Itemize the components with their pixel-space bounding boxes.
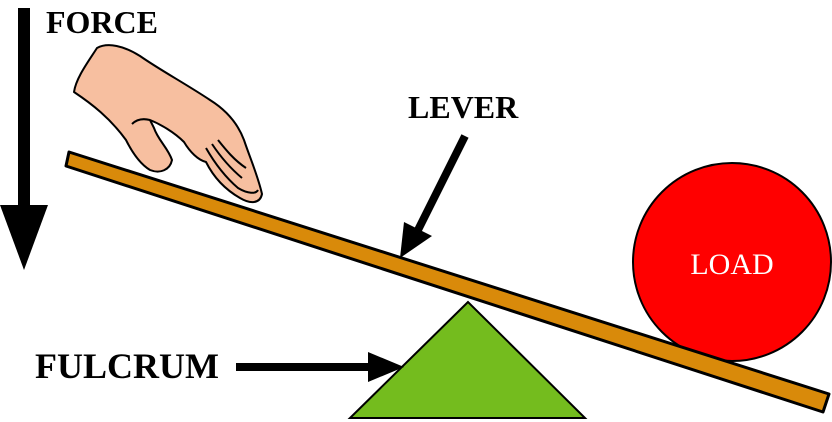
lever-bar (64, 150, 831, 414)
fulcrum-triangle (347, 300, 588, 419)
fulcrum-pointer-arrow-icon (236, 352, 404, 382)
force-label: FORCE (46, 4, 158, 40)
fulcrum-label: FULCRUM (35, 346, 219, 386)
lever-label: LEVER (408, 89, 519, 125)
load-ball (632, 162, 832, 362)
force-arrow-icon (0, 8, 48, 270)
load-label: LOAD (690, 248, 773, 281)
hand-pressing-icon (73, 44, 263, 204)
lever-pointer-arrow-icon (400, 134, 469, 258)
